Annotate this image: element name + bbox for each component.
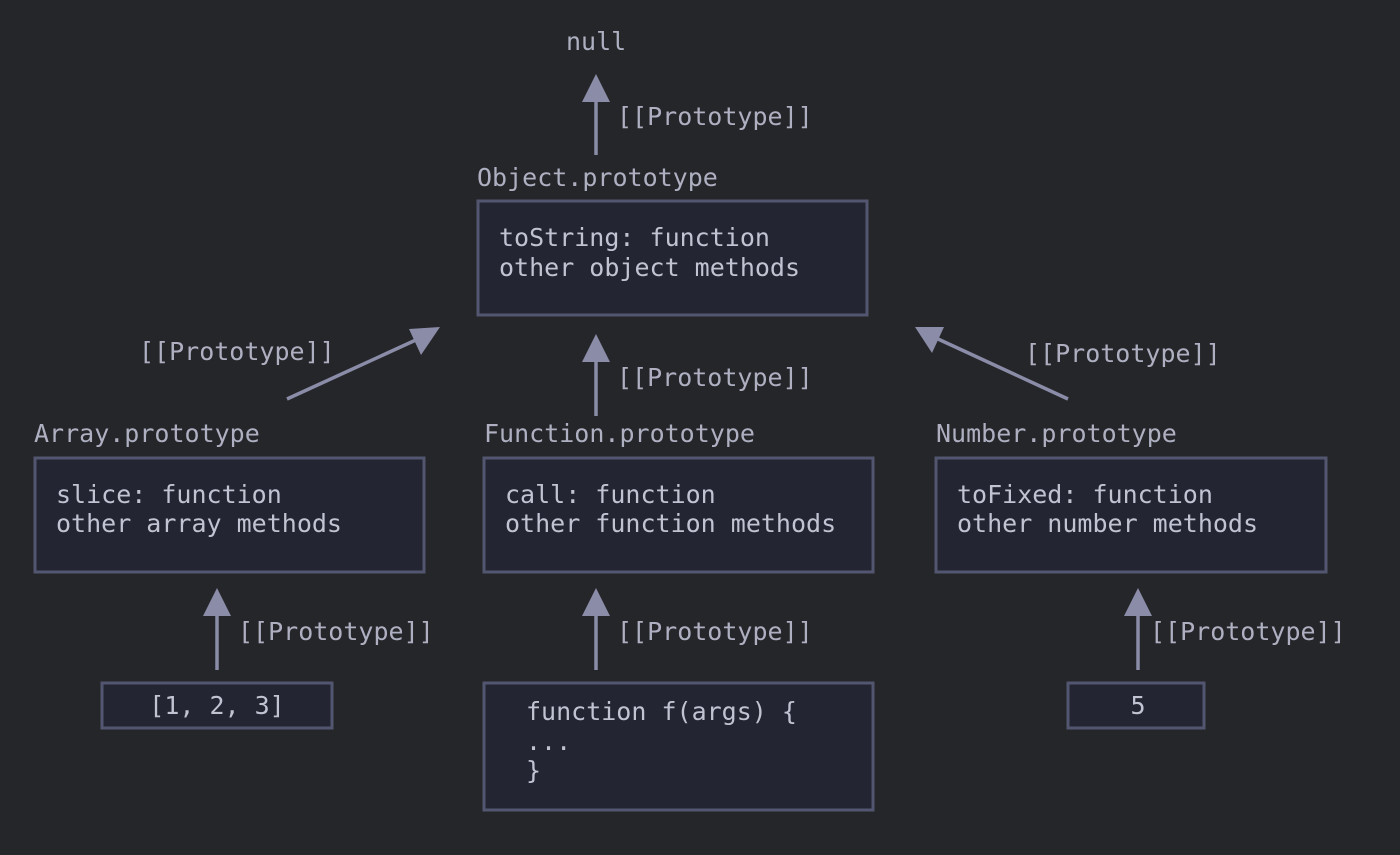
number-prototype-title: Number.prototype — [936, 419, 1177, 448]
arrow-number-to-object — [915, 327, 1069, 401]
number-prototype-line1: toFixed: function — [957, 480, 1213, 509]
number-prototype-box — [934, 456, 1328, 574]
prototype-link-label-number-instance: [[Prototype]] — [1150, 617, 1346, 646]
prototype-link-label-array-instance: [[Prototype]] — [238, 617, 434, 646]
function-prototype-line1: call: function — [505, 480, 716, 509]
function-prototype-title: Function.prototype — [484, 419, 755, 448]
object-prototype-title: Object.prototype — [477, 163, 718, 192]
number-instance-box — [1066, 681, 1206, 730]
prototype-link-label-function-object: [[Prototype]] — [617, 363, 813, 392]
function-instance-line3: } — [526, 756, 541, 785]
null-label: null — [566, 27, 626, 56]
prototype-link-label-object-null: [[Prototype]] — [617, 102, 813, 131]
function-prototype-box — [482, 456, 875, 574]
array-prototype-line1: slice: function — [56, 480, 282, 509]
arrow-number-instance-to-number-prototype — [1124, 588, 1152, 670]
object-prototype-line1: toString: function — [499, 223, 770, 252]
arrow-object-to-null — [582, 74, 610, 155]
arrow-function-instance-to-function-prototype — [582, 588, 610, 670]
function-prototype-line2: other function methods — [505, 509, 836, 538]
array-prototype-box — [33, 456, 426, 574]
array-prototype-line2: other array methods — [56, 509, 342, 538]
prototype-link-label-array-object: [[Prototype]] — [139, 337, 335, 366]
function-instance-line1: function f(args) { — [526, 697, 797, 726]
prototype-link-label-function-instance: [[Prototype]] — [617, 617, 813, 646]
number-prototype-line2: other number methods — [957, 509, 1258, 538]
arrow-array-instance-to-array-prototype — [203, 588, 231, 670]
arrow-array-to-object — [286, 327, 440, 401]
number-instance-value: 5 — [1130, 691, 1145, 720]
array-instance-box — [100, 681, 334, 730]
object-prototype-box — [476, 199, 869, 317]
function-instance-box — [482, 681, 875, 812]
function-instance-line2: ... — [526, 727, 571, 756]
arrow-function-to-object — [582, 334, 610, 416]
array-prototype-title: Array.prototype — [34, 419, 260, 448]
array-instance-value: [1, 2, 3] — [149, 691, 284, 720]
prototype-link-label-number-object: [[Prototype]] — [1025, 339, 1221, 368]
object-prototype-line2: other object methods — [499, 253, 800, 282]
